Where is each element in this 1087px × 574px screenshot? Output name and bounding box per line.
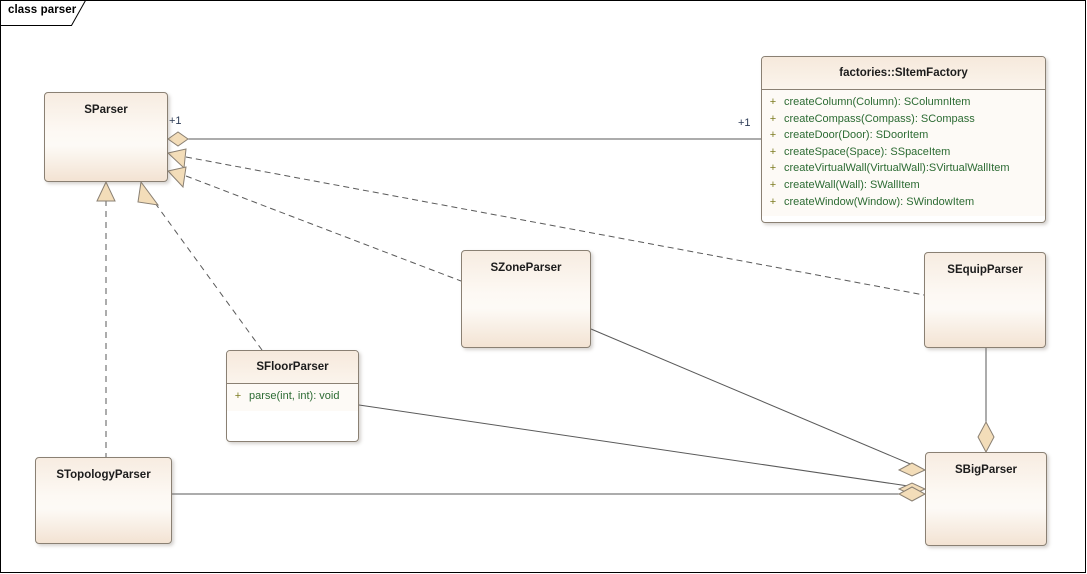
member-signature: createWall(Wall): SWallItem (784, 178, 920, 191)
class-member: + createCompass(Compass): SCompass (762, 111, 1045, 128)
multiplicity-label-source: +1 (169, 115, 182, 127)
connector-sbigparser-aggregates-sequipparser[interactable] (977, 348, 995, 454)
class-name-sparser: SParser (84, 104, 128, 116)
visibility-marker: + (769, 162, 777, 175)
connector-line (185, 156, 925, 296)
class-name-sitemfactory: factories::SItemFactory (762, 57, 1045, 90)
class-member: + createWindow(Window): SWindowItem (762, 194, 1045, 211)
class-node-sitemfactory[interactable]: factories::SItemFactory + createColumn(C… (761, 56, 1046, 223)
class-node-stopologyparser[interactable]: STopologyParser (35, 457, 172, 544)
class-name-stopologyparser: STopologyParser (56, 469, 151, 481)
connector-stopologyparser-realizes-sparser[interactable] (96, 180, 116, 457)
diagram-title: class parser (8, 4, 77, 16)
class-member: + createSpace(Space): SSpaceItem (762, 144, 1045, 161)
realization-triangle-icon (166, 148, 187, 170)
member-signature: createSpace(Space): SSpaceItem (784, 145, 951, 158)
class-node-sequipparser[interactable]: SEquipParser (924, 252, 1046, 348)
member-signature: createVirtualWall(VirtualWall):SVirtualW… (784, 162, 1010, 175)
member-signature: createCompass(Compass): SCompass (784, 112, 975, 125)
class-node-sbigparser[interactable]: SBigParser (925, 452, 1047, 546)
class-name-sequipparser: SEquipParser (947, 264, 1023, 276)
connector-sbigparser-aggregates-szoneparser[interactable] (590, 328, 927, 477)
realization-triangle-icon (167, 166, 187, 189)
class-member: + createColumn(Column): SColumnItem (762, 94, 1045, 111)
class-member: + createWall(Wall): SWallItem (762, 177, 1045, 194)
member-signature: createColumn(Column): SColumnItem (784, 96, 971, 108)
visibility-marker: + (769, 178, 777, 191)
connector-sfloorparser-realizes-sparser[interactable] (137, 180, 263, 351)
realization-triangle-icon (96, 180, 116, 202)
class-members-sitemfactory: + createColumn(Column): SColumnItem + cr… (762, 90, 1045, 217)
member-signature: parse(int, int): void (249, 390, 340, 402)
connector-sbigparser-aggregates-sfloorparser[interactable] (358, 404, 927, 496)
aggregation-diamond-icon (167, 131, 189, 147)
class-name-szoneparser: SZoneParser (490, 262, 562, 274)
class-member: + createVirtualWall(VirtualWall):SVirtua… (762, 160, 1045, 177)
member-signature: createWindow(Window): SWindowItem (784, 195, 975, 208)
aggregation-diamond-icon (897, 486, 927, 502)
member-signature: createDoor(Door): SDoorItem (784, 129, 929, 142)
visibility-marker: + (769, 129, 777, 142)
class-node-szoneparser[interactable]: SZoneParser (461, 250, 591, 348)
connector-line (358, 404, 916, 488)
aggregation-diamond-icon (897, 462, 927, 477)
connector-line (154, 202, 263, 351)
multiplicity-label-target: +1 (738, 117, 751, 129)
connector-sbigparser-aggregates-stopologyparser[interactable] (172, 486, 927, 502)
connector-line (590, 328, 916, 467)
visibility-marker: + (769, 195, 777, 208)
aggregation-diamond-icon (977, 420, 995, 454)
visibility-marker: + (769, 145, 777, 158)
visibility-marker: + (234, 390, 242, 402)
class-node-sparser[interactable]: SParser (44, 92, 168, 182)
connector-szoneparser-realizes-sparser[interactable] (167, 166, 462, 282)
realization-triangle-icon (137, 180, 160, 206)
class-name-sbigparser: SBigParser (954, 464, 1017, 476)
class-name-sfloorparser: SFloorParser (227, 351, 358, 384)
class-member: + parse(int, int): void (227, 388, 358, 405)
class-member: + createDoor(Door): SDoorItem (762, 127, 1045, 144)
class-members-sfloorparser: + parse(int, int): void (227, 384, 358, 411)
connector-sparser-aggregates-sitemfactory[interactable] (167, 131, 761, 147)
connector-sequipparser-realizes-sparser[interactable] (166, 148, 925, 296)
connector-line (185, 175, 462, 282)
class-node-sfloorparser[interactable]: SFloorParser + parse(int, int): void (226, 350, 359, 442)
visibility-marker: + (769, 96, 777, 108)
visibility-marker: + (769, 112, 777, 125)
